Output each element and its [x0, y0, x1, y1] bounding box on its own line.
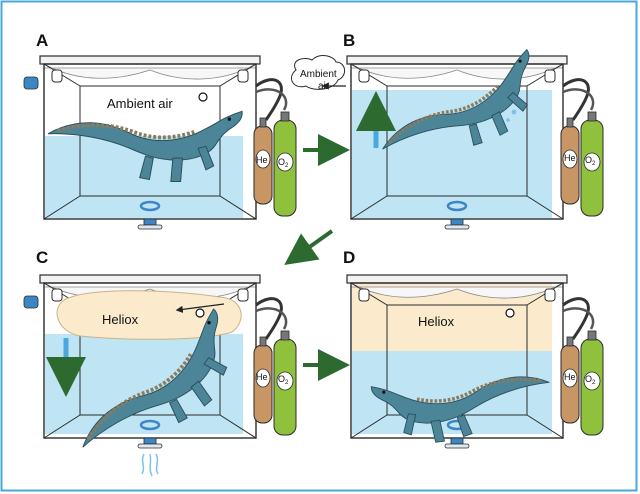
panel-b: B Ambient air He O2: [291, 31, 605, 231]
o2-cylinder-label: O2: [585, 155, 596, 167]
inlet-port: [23, 295, 39, 309]
gas-label: Heliox: [418, 314, 455, 329]
o2-cylinder-label: O2: [278, 157, 289, 169]
panel-a: A Ambient air He O2: [23, 31, 298, 231]
inlet-port: [23, 76, 39, 90]
he-cylinder-label: He: [256, 372, 268, 382]
he-cylinder-label: He: [256, 155, 268, 165]
he-cylinder-label: He: [564, 372, 576, 382]
ambient-air-cloud: [291, 55, 345, 90]
outlet-label-line1: Ambient: [300, 69, 337, 80]
o2-cylinder-label: O2: [585, 374, 596, 386]
o2-cylinder-label: O2: [278, 374, 289, 386]
panel-letter: D: [343, 248, 355, 267]
panel-letter: B: [343, 31, 355, 50]
heliox-cloud: [56, 290, 242, 340]
nostril-marker: [198, 92, 208, 102]
panel-c: C Heliox He O2: [23, 248, 298, 485]
panel-letter: C: [36, 248, 48, 267]
drain-water-icon: [141, 453, 159, 477]
arrow-b-to-c: [284, 229, 334, 265]
nostril-marker: [195, 308, 205, 318]
gas-label: Heliox: [102, 312, 139, 327]
gas-flow-arrow: [175, 303, 225, 313]
bubble-icon: [506, 118, 510, 122]
bubble-icon: [511, 109, 517, 115]
panel-d: D Heliox He O2: [343, 248, 605, 453]
panel-letter: A: [36, 31, 48, 50]
gas-label: Ambient air: [107, 96, 173, 111]
he-cylinder-label: He: [564, 153, 576, 163]
nostril-marker: [505, 308, 515, 318]
